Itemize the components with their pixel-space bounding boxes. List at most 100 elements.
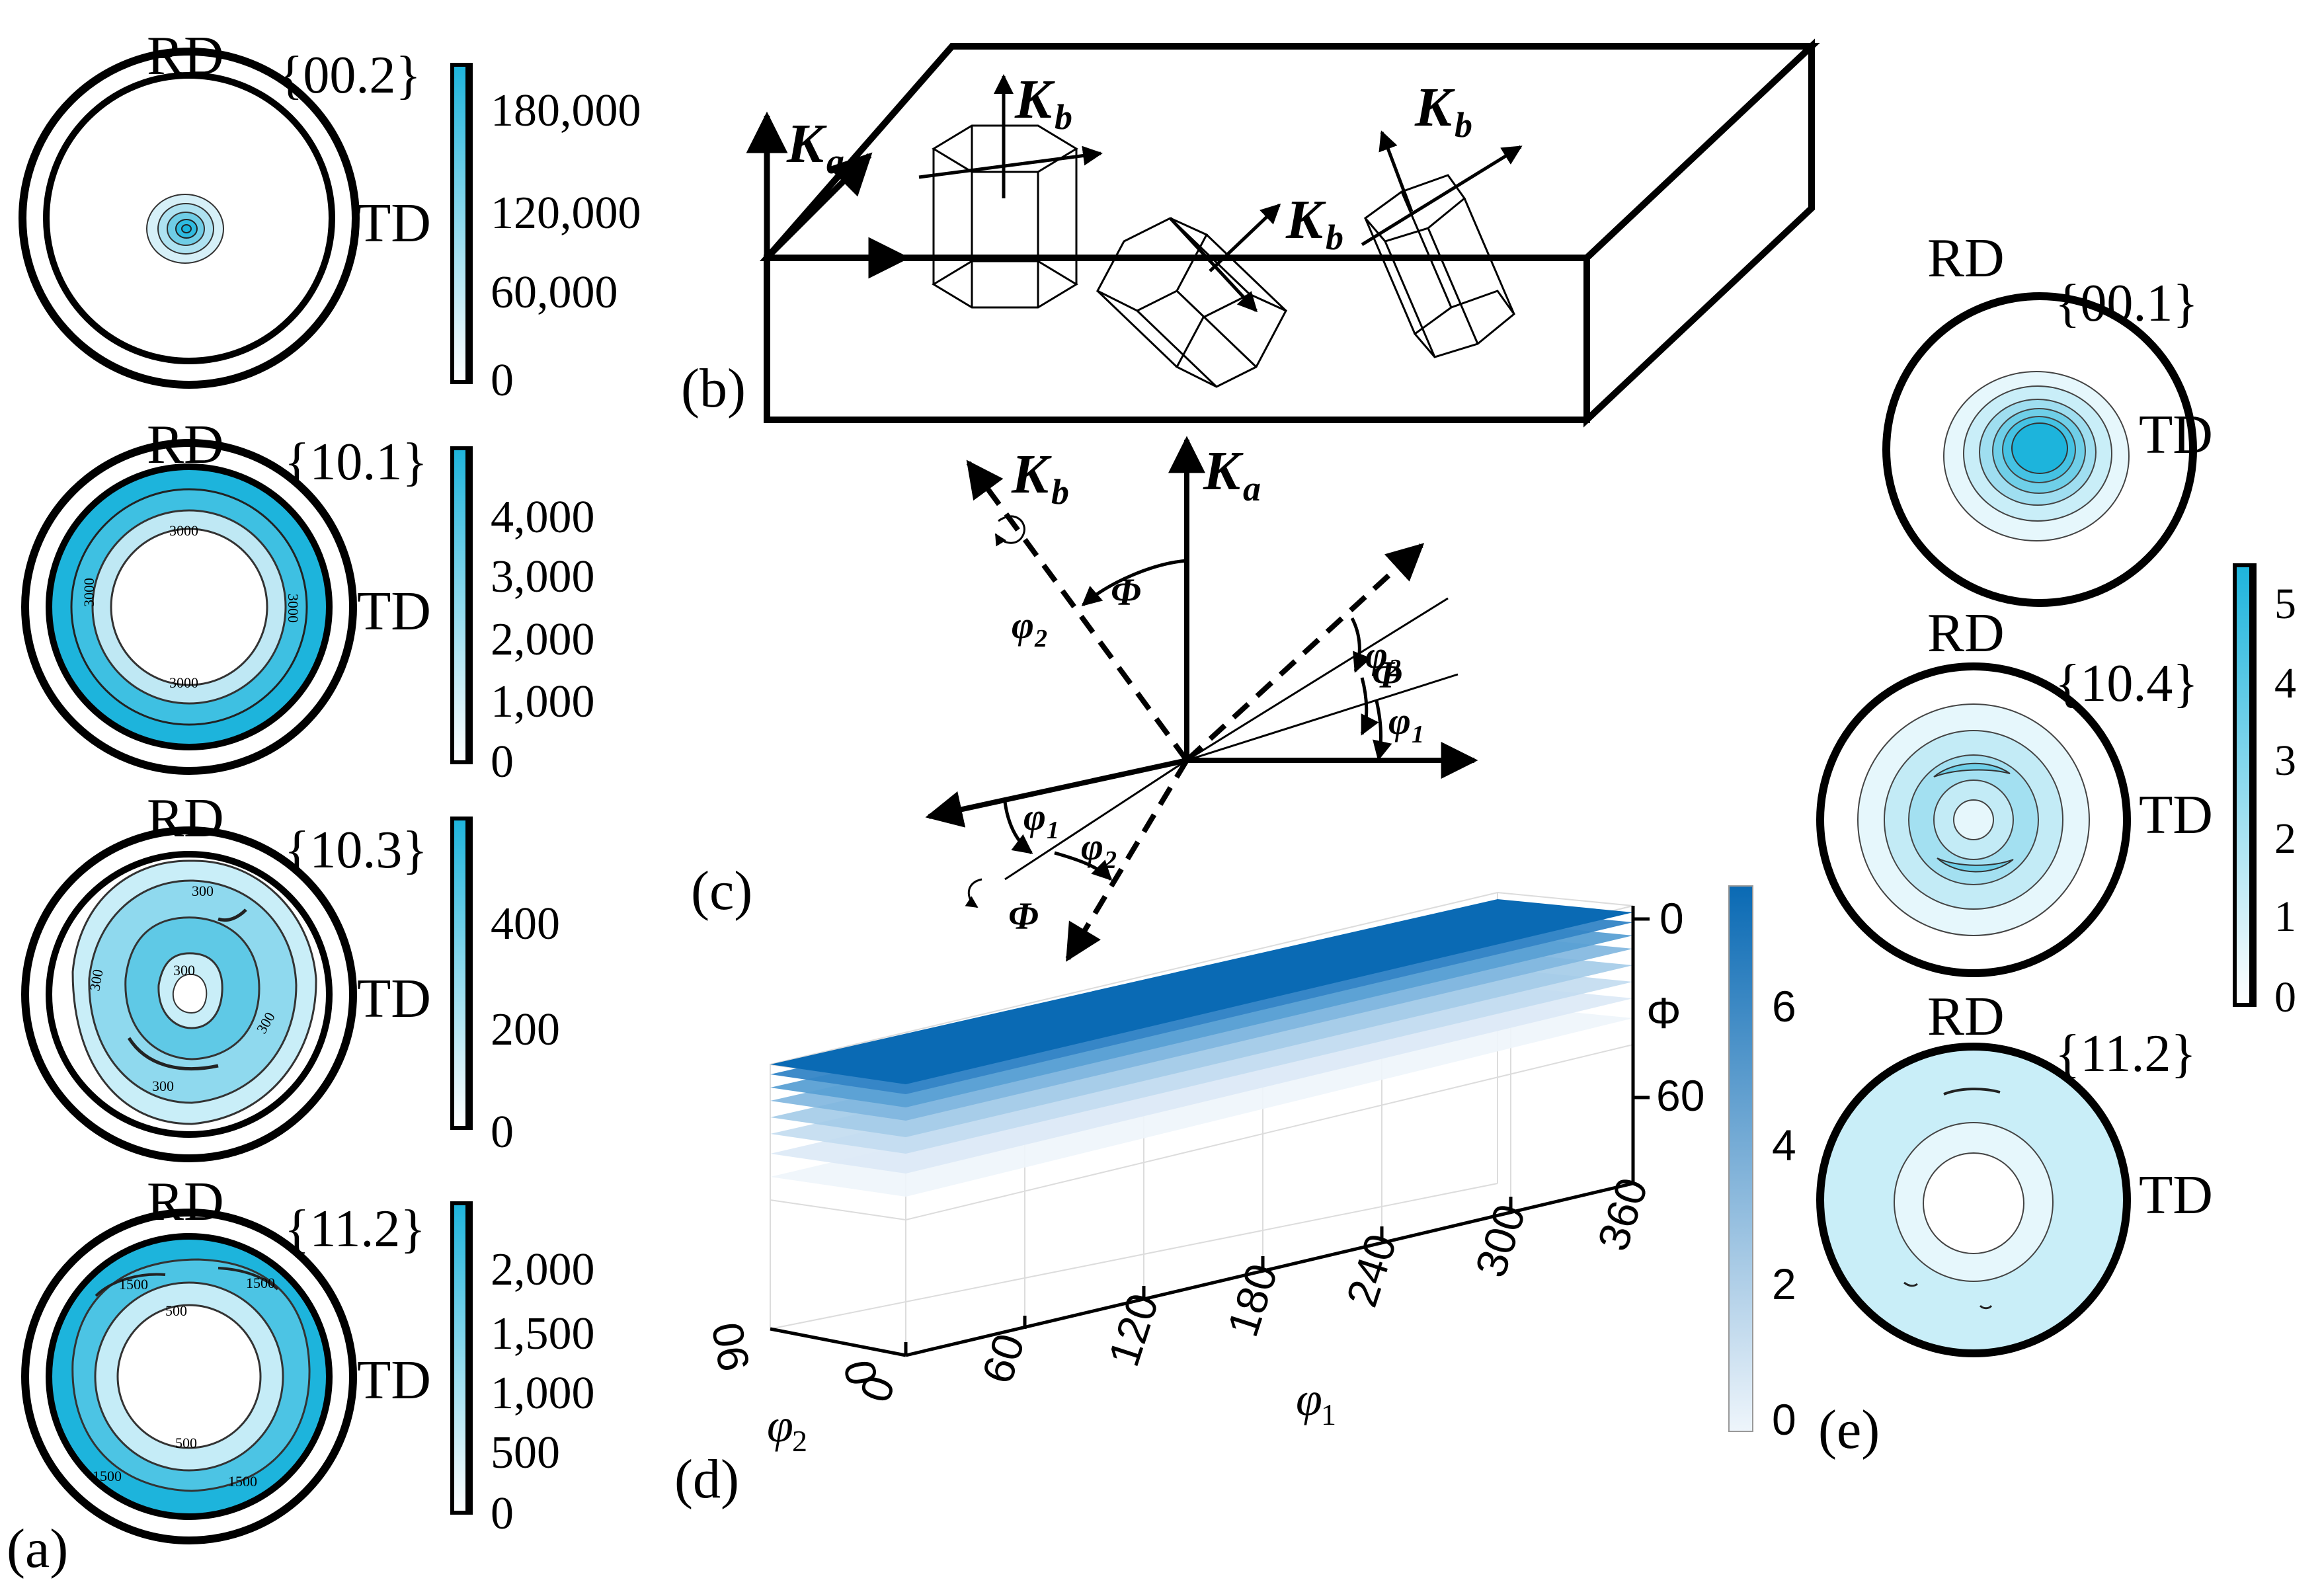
colorbar-tick: 1,500 [491,1308,595,1359]
contour-label: 1500 [246,1275,275,1291]
plane-label: {00.1} [2055,274,2198,333]
phi2-label: φ 2 [1012,604,1047,653]
svg-text:1: 1 [1412,721,1424,748]
panel-label-d: (d) [674,1449,739,1510]
rd-label: RD [147,25,224,87]
svg-text:2: 2 [792,1424,807,1458]
kb-label-1: K b [1014,69,1072,137]
colorbar [450,446,473,764]
phi1-label: φ 1 [1388,699,1424,748]
svg-text:a: a [1243,469,1261,508]
kb-label-3: K b [1414,77,1472,145]
svg-text:b: b [1055,97,1072,137]
ka-label-c: K a [1203,440,1261,508]
panel-c: K b K a Φ φ 2 φ 2 Φ φ 1 φ 1 [691,436,1478,962]
phi2-axis-label: φ 2 [767,1399,807,1458]
pole-figure-e-001: RD TD {00.1} [1882,227,2213,607]
colorbar-tick: 2 [2274,815,2296,863]
colorbar-tick: 3,000 [491,551,595,602]
svg-text:φ: φ [1296,1373,1322,1425]
svg-text:K: K [1203,440,1244,502]
rd-label: RD [1927,986,2005,1047]
phi2-label: φ 2 [1365,633,1401,682]
contour-label: 3000 [169,522,198,539]
colorbar-tick: 0 [1772,1395,1796,1444]
svg-text:φ: φ [1012,604,1034,647]
colorbar [450,63,473,384]
colorbar-tick: 0 [491,1488,514,1539]
svg-text:2: 2 [1388,655,1401,682]
phi1-tick: 360 [1588,1172,1657,1257]
svg-text:K: K [1285,189,1326,251]
pole-figure-boundary [43,72,335,364]
colorbar-tick: 4 [1772,1121,1796,1170]
kb-label-c: K b [1011,444,1069,512]
svg-text:φ: φ [1023,795,1046,838]
hexagonal-crystal-3 [1363,174,1516,358]
phi1-tick: 180 [1218,1258,1287,1343]
colorbar-tick: 1,000 [491,676,595,727]
panel-label-b: (b) [681,358,746,419]
contour-label: 3000 [285,594,301,623]
svg-text:φ: φ [1388,699,1411,742]
contour-label: 300 [86,968,106,992]
plane-label: {11.2} [284,1200,426,1258]
svg-text:K: K [786,113,827,175]
panel-b: K a K b [681,38,1820,428]
colorbar-tick: 6 [1772,982,1796,1031]
colorbar-d [1728,885,1753,1432]
svg-text:a: a [826,141,844,181]
contour-level [110,528,268,686]
pole-figure-e-112: RD TD {11.2} [1816,986,2213,1357]
colorbar-tick: 180,000 [491,85,641,136]
svg-text:φ: φ [1081,825,1103,868]
colorbar-tick: 400 [491,898,560,949]
colorbar-tick: 2 [1772,1259,1796,1308]
plane-label: {10.3} [284,821,428,879]
colorbar-tick: 200 [491,1004,560,1055]
contour-label: 500 [165,1302,187,1319]
svg-text:φ: φ [1365,633,1388,676]
contour-label: 500 [175,1435,197,1451]
contour-label: 1500 [228,1473,257,1490]
sample-block-side [1583,38,1815,428]
contour-label: 300 [192,883,214,899]
panel-label-c: (c) [691,860,752,922]
rd-arrow [764,152,873,260]
panel-label-e: (e) [1818,1399,1880,1460]
contour-level [181,224,192,233]
svg-text:b: b [1326,218,1343,257]
Phi-tick: 60 [1656,1071,1704,1120]
pole-figure-a-101: 3000 3000 3000 3000 RD TD {10.1} 4,000 3… [21,414,595,787]
phi1-tick: 300 [1466,1199,1535,1283]
contour-label: 3000 [81,578,97,607]
Phi-axis-label: Φ [1646,988,1681,1037]
td-label: TD [2139,784,2213,846]
contour-label: 1500 [93,1468,122,1484]
ka-label: K a [786,113,844,181]
svg-text:2: 2 [1034,625,1047,653]
contour-label: 300 [173,962,195,978]
phi-label: Φ [1111,571,1141,614]
colorbar-tick: 0 [491,737,514,787]
colorbar-e [2233,563,2257,1007]
colorbar-tick: 2,000 [491,1244,595,1295]
plane-label: {11.2} [2055,1025,2196,1083]
panel-e: RD TD {00.1} RD TD {10.4} RD T [1816,227,2296,1460]
phi1-axis-label: φ 1 [1296,1373,1336,1431]
colorbar-tick: 0 [491,1107,514,1158]
rd-label: RD [147,414,224,475]
svg-text:φ: φ [767,1399,793,1452]
pole-figure-a-112: 1500 1500 500 500 1500 1500 RD TD {11.2}… [21,1171,595,1544]
pole-figure-outer-ring [19,48,360,389]
panel-label-a: (a) [7,1518,68,1579]
phi2-label: φ 2 [1081,825,1117,874]
colorbar-tick: 0 [491,355,514,406]
td-label: TD [2139,1164,2213,1226]
td-label: TD [2139,404,2213,465]
svg-text:K: K [1011,444,1052,505]
plane-label: {10.1} [284,433,428,491]
td-label: TD [357,1349,431,1411]
phi1-label: φ 1 [1023,795,1059,844]
